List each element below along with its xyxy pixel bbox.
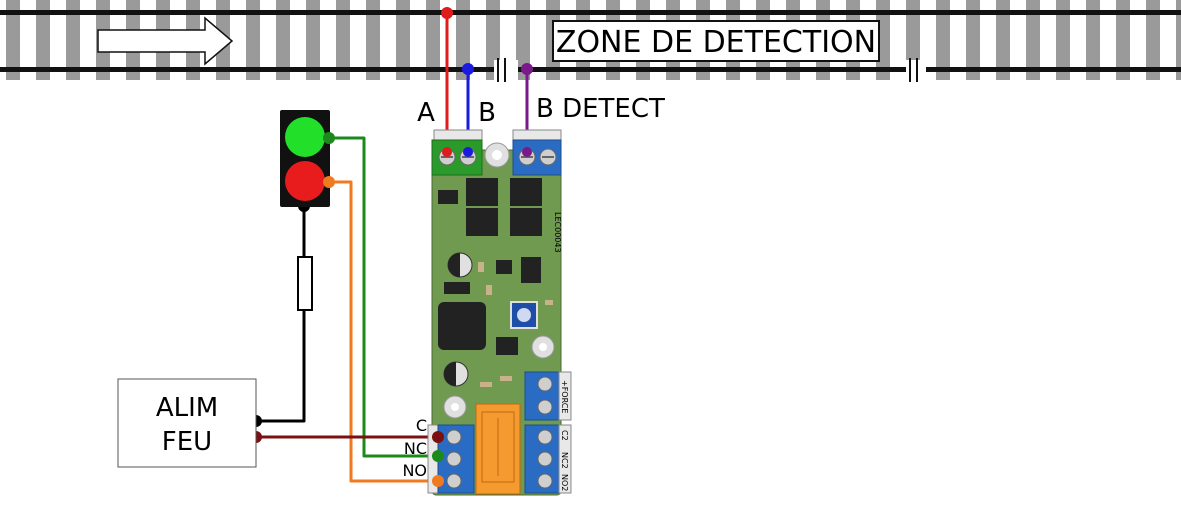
- track-sleeper: [1176, 0, 1181, 80]
- terminal-block-detect: [512, 129, 562, 176]
- track-sleeper: [36, 0, 50, 80]
- wires: [256, 13, 529, 483]
- terminal-block-relay2: C2 NC2 NO2: [524, 424, 572, 494]
- track-sleeper: [936, 0, 950, 80]
- track-sleeper: [516, 0, 530, 80]
- track-sleeper: [396, 0, 410, 80]
- track-sleeper: [276, 0, 290, 80]
- zone-label-box: ZONE DE DETECTION: [552, 20, 880, 62]
- track-sleeper: [1116, 0, 1130, 80]
- rail-top: [0, 10, 1181, 15]
- track-sleeper: [1026, 0, 1040, 80]
- track-sleeper: [306, 0, 320, 80]
- wire-orange: [329, 180, 437, 483]
- railway-track: ZONE DE DETECTION: [0, 0, 1181, 82]
- relay-icon: [475, 403, 521, 495]
- wire-label-b: B: [478, 98, 496, 128]
- silk-force: +FORCE: [560, 380, 569, 413]
- track-sleeper: [6, 0, 20, 80]
- board-id-text: LEC00043: [553, 212, 562, 253]
- insulated-joint-right: [906, 58, 926, 82]
- track-sleeper: [456, 0, 470, 80]
- track-sleeper: [336, 0, 350, 80]
- terminal-label-no: NO: [402, 461, 427, 480]
- power-supply-line2: FEU: [162, 427, 212, 457]
- silk-nc2: NC2: [560, 452, 569, 469]
- relay-connection-dots: [432, 147, 532, 487]
- terminal-block-force: +FORCE: [524, 371, 572, 421]
- insulated-joint-left: [494, 58, 518, 82]
- direction-arrow-icon: [97, 16, 234, 66]
- silk-no2: NO2: [560, 474, 569, 491]
- wire-label-b-detect: B DETECT: [536, 94, 665, 124]
- green-lamp-icon: [285, 117, 325, 157]
- power-supply-line1: ALIM: [156, 393, 218, 423]
- board-components: [438, 178, 542, 355]
- track-sleeper: [996, 0, 1010, 80]
- rail-bottom: [0, 67, 1181, 72]
- wire-black-bottom: [256, 310, 306, 423]
- track-sleeper: [426, 0, 440, 80]
- track-sleeper: [246, 0, 260, 80]
- track-sleeper: [66, 0, 80, 80]
- track-sleeper: [966, 0, 980, 80]
- terminal-label-nc: NC: [404, 439, 427, 458]
- track-sleeper: [1056, 0, 1070, 80]
- wire-green: [329, 136, 437, 458]
- red-lamp-icon: [285, 161, 325, 201]
- wire-label-a: A: [417, 98, 435, 128]
- zone-label: ZONE DE DETECTION: [556, 25, 876, 60]
- detection-module-board: LEC00043 +FORCE C2 NC2 NO2: [427, 129, 572, 496]
- terminal-label-c: C: [416, 416, 427, 435]
- track-sleeper: [366, 0, 380, 80]
- resistor-icon: [297, 256, 313, 311]
- track-sleeper: [1146, 0, 1160, 80]
- light-signal: [280, 110, 335, 207]
- power-supply-box: ALIM FEU: [117, 378, 257, 468]
- terminal-block-a-b: [431, 129, 483, 176]
- silk-c2: C2: [560, 430, 569, 441]
- track-sleeper: [1086, 0, 1100, 80]
